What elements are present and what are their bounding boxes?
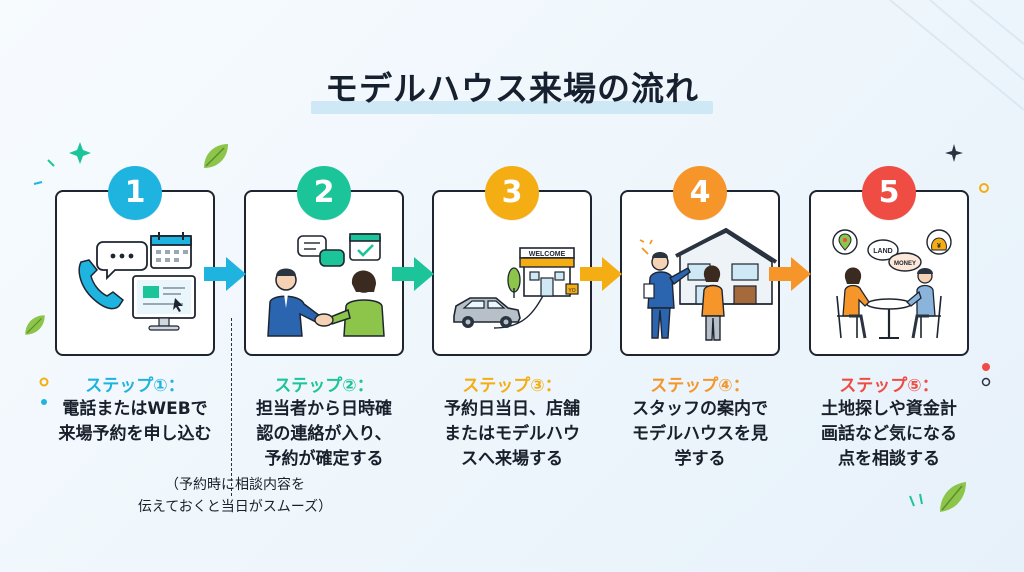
step-5-desc-line: 点を相談する	[838, 449, 940, 469]
step-5-label: ステップ⑤：	[839, 376, 939, 396]
arrow-right-icon-3	[580, 257, 622, 291]
step-1-label: ステップ①：	[85, 376, 185, 396]
step-4-label: ステップ④：	[650, 376, 750, 396]
money-bubble-text: MONEY	[894, 261, 916, 267]
money-bubble: MONEY	[888, 252, 922, 272]
phone-icon	[78, 259, 125, 310]
staff-person	[267, 268, 322, 337]
step-2-desc-line: 担当者から日時確	[256, 399, 392, 419]
step-5-desc-line: 土地探しや資金計	[821, 399, 957, 419]
step-4-number-badge: 4	[673, 166, 727, 220]
step-1-number-badge: 1	[108, 166, 162, 220]
reservation-tip-note: （予約時に相談内容を 伝えておくと当日がスムーズ）	[110, 474, 360, 518]
customer-person	[326, 270, 385, 337]
land-bubble: LAND	[867, 239, 899, 261]
step-4-desc-line: スタッフの案内で	[632, 399, 768, 419]
note-line: 伝えておくと当日がスムーズ）	[137, 499, 333, 515]
chat-bubbles-icon	[297, 235, 345, 267]
handshake-icon	[314, 313, 334, 327]
dots-decoration-left	[39, 377, 49, 405]
step-5-description: 土地探しや資金計 画話など気になる 点を相談する	[794, 397, 984, 472]
model-house-icon	[675, 227, 777, 305]
welcome-sign: WELCOME	[529, 251, 566, 258]
title-wrap: モデルハウス来場の流れ	[0, 62, 1024, 114]
sparkle-decoration-right	[945, 144, 989, 193]
chat-bubble-icon	[96, 241, 148, 281]
yen-bag-bubble: ¥	[926, 229, 952, 255]
leaf-icon-bottom-right	[909, 482, 966, 512]
step-3-number-badge: 3	[485, 166, 539, 220]
reservation-illustration	[78, 232, 196, 331]
note-line: （予約時に相談内容を	[165, 477, 305, 493]
step-5-card: LAND MONEY ¥	[809, 190, 969, 356]
store-icon: WELCOME YO	[519, 247, 579, 297]
monitor-icon	[132, 275, 196, 331]
step-1-desc-line: 電話またはWEBで	[62, 399, 208, 419]
step-5-desc-line: 画話など気になる	[821, 424, 957, 444]
table-icon	[866, 298, 912, 339]
step-4-desc-line: モデルハウスを見	[632, 424, 768, 444]
step-1-description: 電話またはWEBで 来場予約を申し込む	[40, 397, 230, 447]
small-sign: YO	[568, 288, 575, 294]
tree-icon	[507, 267, 521, 298]
arrow-right-icon-4	[769, 257, 811, 291]
step-3-desc-line: またはモデルハウ	[444, 424, 580, 444]
step-1-desc-line: 来場予約を申し込む	[58, 424, 212, 444]
car-icon	[453, 297, 521, 328]
step-2-label: ステップ②：	[274, 376, 374, 396]
sparkle-decoration-left	[33, 142, 91, 185]
dots-decoration-right	[981, 363, 991, 387]
step-2-desc-line: 予約が確定する	[264, 449, 384, 469]
visitor-person	[701, 265, 725, 341]
step-3-desc-line: スへ来場する	[461, 449, 563, 469]
confirmation-illustration	[267, 233, 385, 337]
arrow-right-icon-2	[392, 257, 434, 291]
leaf-icon-top-left	[204, 144, 228, 168]
calendar-icon	[150, 232, 192, 269]
arrow-right-icon-1	[204, 257, 246, 291]
yen-symbol: ¥	[937, 243, 941, 250]
step-5-number-badge: 5	[862, 166, 916, 220]
step-2-number-badge: 2	[297, 166, 351, 220]
visit-illustration: WELCOME YO	[453, 247, 579, 329]
consultation-illustration: LAND MONEY ¥	[832, 229, 952, 339]
map-pin-bubble	[832, 229, 858, 255]
advisor-seated-person	[906, 268, 942, 339]
page-title: モデルハウス来場の流れ	[311, 62, 713, 114]
land-bubble-text: LAND	[873, 248, 892, 255]
customer-seated-person	[836, 267, 870, 339]
note-connector-dashed-line	[231, 318, 232, 496]
leaf-icon-left	[25, 315, 45, 335]
step-4-desc-line: 学する	[674, 449, 726, 469]
guide-staff-person	[643, 252, 691, 339]
step-2-description: 担当者から日時確 認の連絡が入り、 予約が確定する	[229, 397, 419, 472]
step-3-description: 予約日当日、店舗 またはモデルハウ スへ来場する	[417, 397, 607, 472]
tour-illustration	[639, 227, 777, 341]
light-lines-decoration	[889, 0, 1024, 111]
step-1-card	[55, 190, 215, 356]
step-4-description: スタッフの案内で モデルハウスを見 学する	[605, 397, 795, 472]
step-3-label: ステップ③：	[462, 376, 562, 396]
step-3-desc-line: 予約日当日、店舗	[444, 399, 580, 419]
step-2-desc-line: 認の連絡が入り、	[256, 424, 392, 444]
calendar-check-icon	[349, 233, 381, 261]
